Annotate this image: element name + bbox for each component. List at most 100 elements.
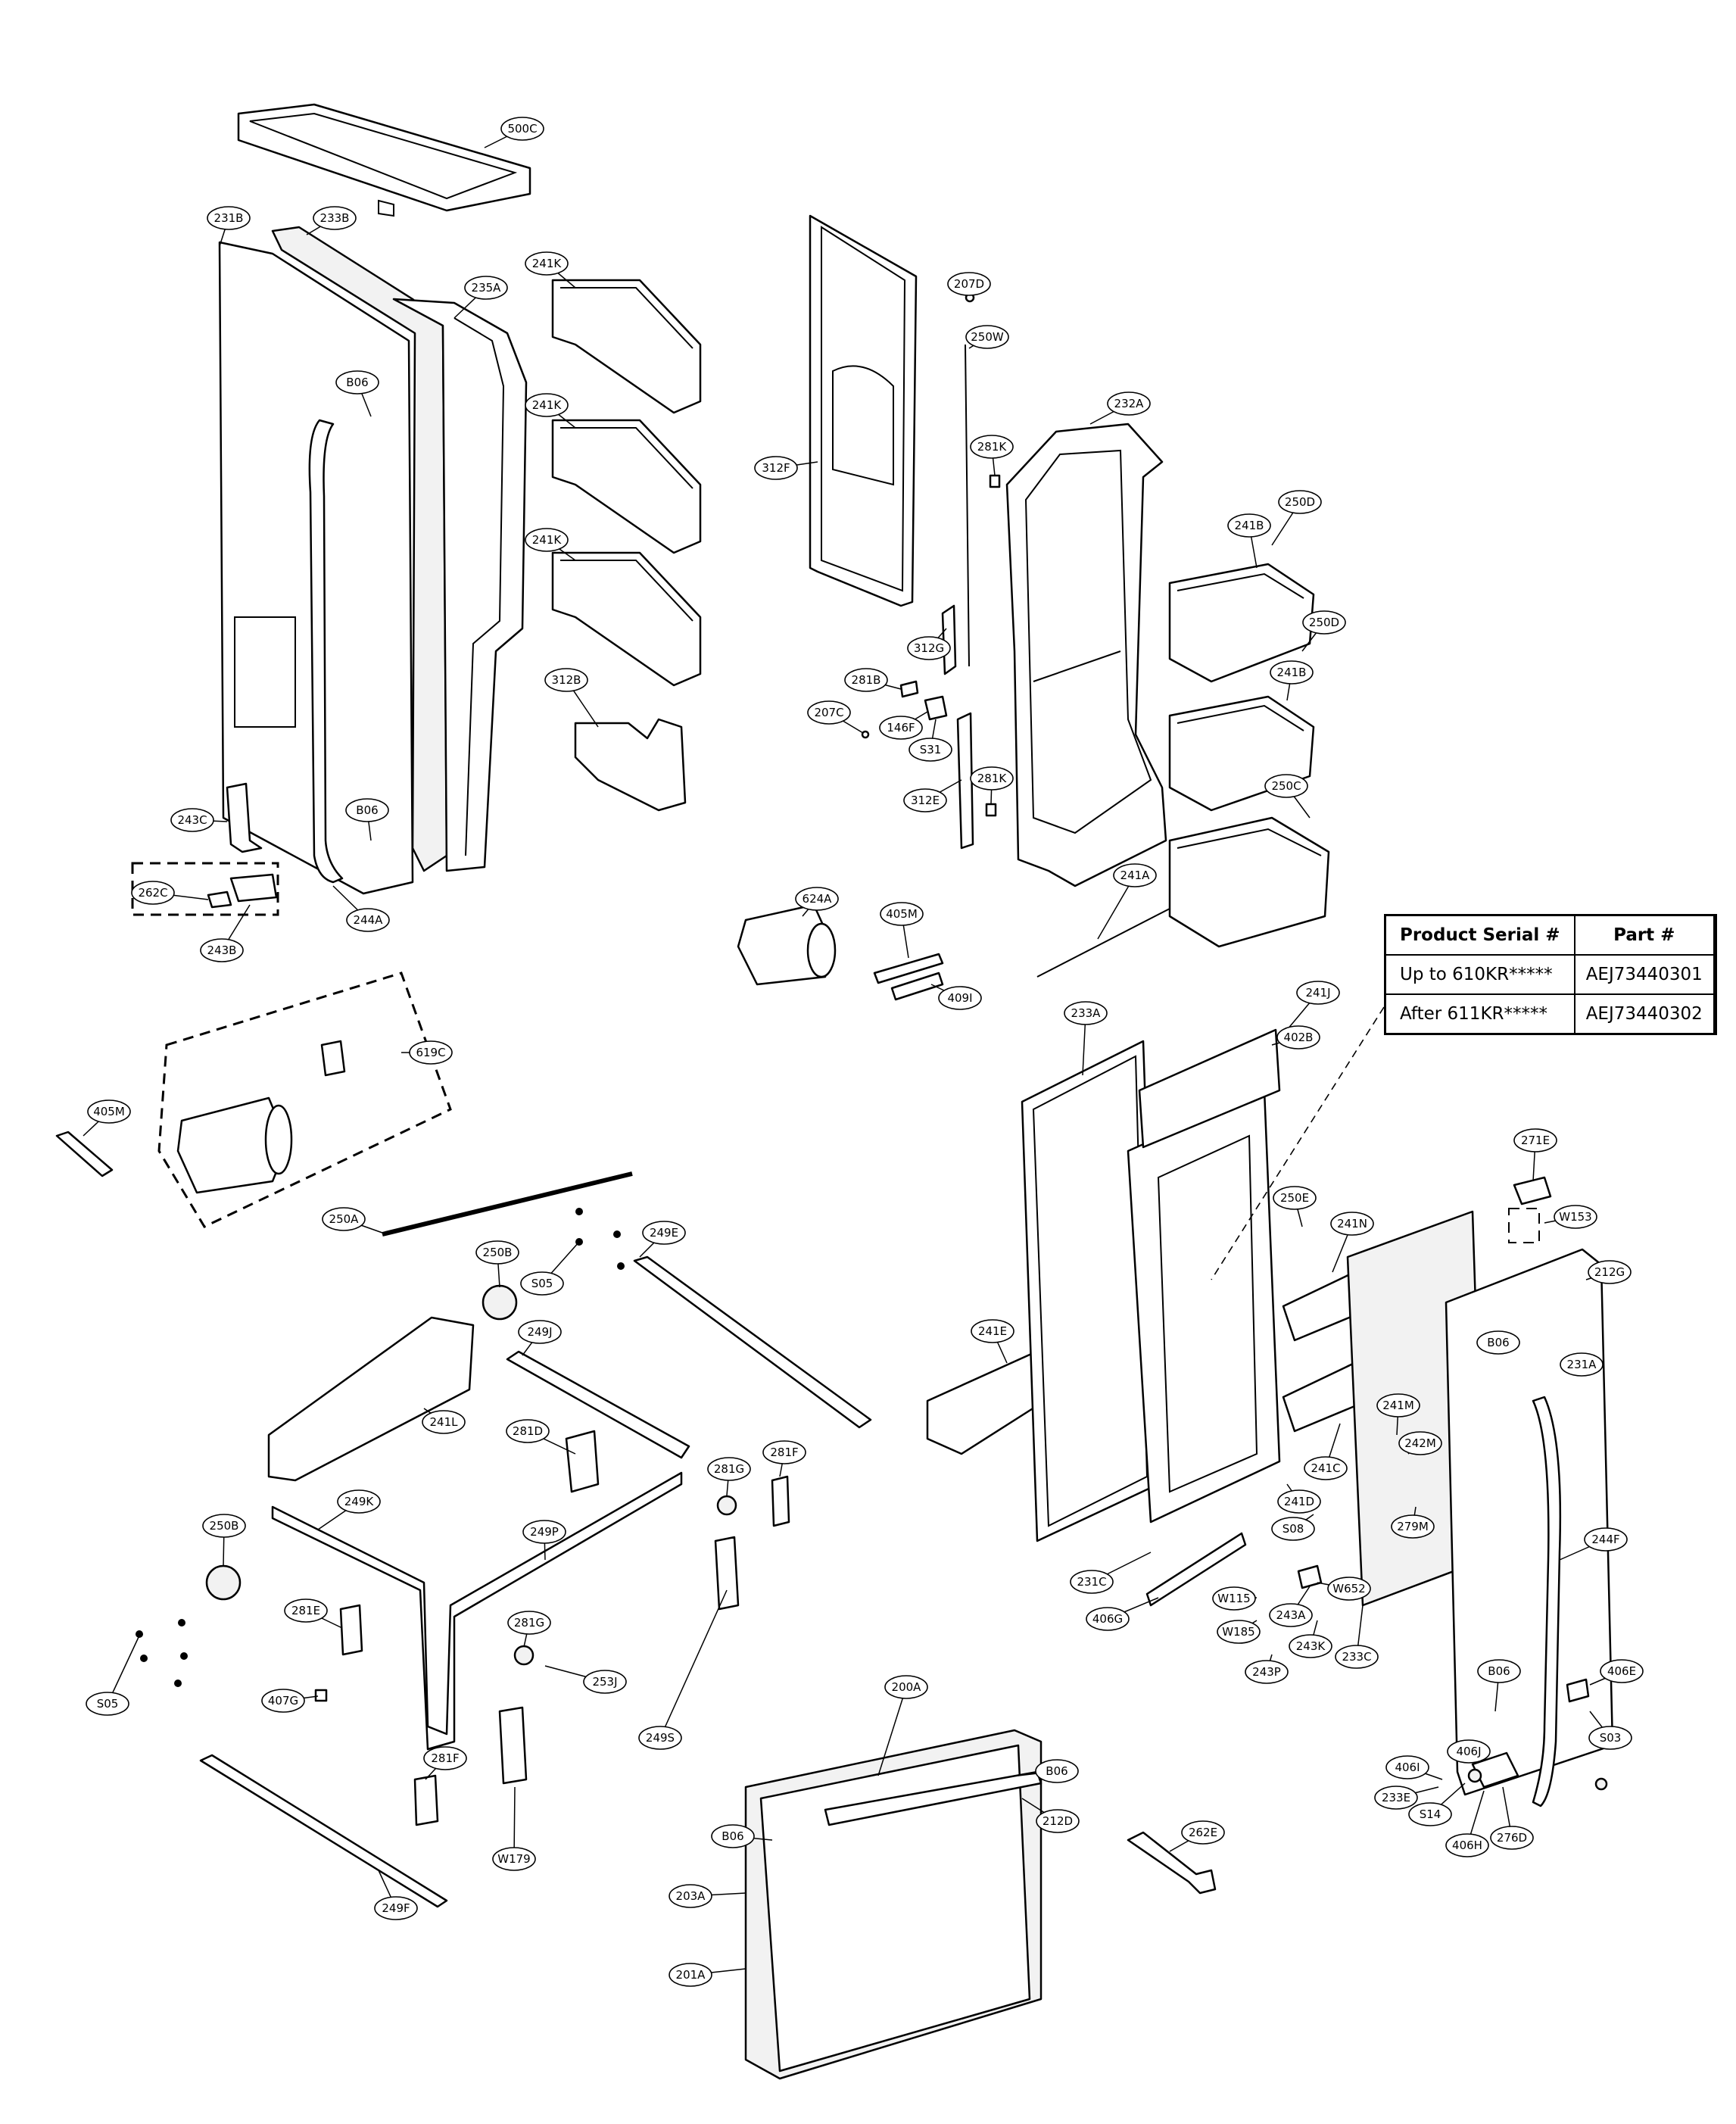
callout-232a: 232A	[1089, 391, 1151, 425]
part-bracket-249j	[506, 1350, 690, 1459]
callout-bubble	[907, 636, 951, 660]
part-right-door-231a	[1445, 1248, 1614, 1807]
callout-bubble	[1588, 1260, 1632, 1284]
part-rod-250w	[965, 344, 970, 667]
part-bracket-249s-lower	[498, 1706, 528, 1785]
callout-281g_2: 281G	[507, 1611, 551, 1648]
callout-label: 407G	[268, 1694, 298, 1708]
part-cover-312e	[956, 712, 974, 850]
callout-281g_1: 281G	[707, 1457, 751, 1496]
callout-bubble	[1181, 1820, 1225, 1845]
callout-bubble	[754, 456, 798, 480]
part-271e	[1513, 1176, 1552, 1205]
callout-label: 212G	[1594, 1265, 1625, 1279]
callout-bubble	[525, 528, 569, 552]
callout-label: W153	[1559, 1210, 1591, 1224]
callout-241l: 241L	[422, 1408, 466, 1434]
callout-w179: W179	[492, 1786, 536, 1871]
callout-label: 241C	[1311, 1461, 1340, 1475]
callout-262e: 262E	[1169, 1820, 1225, 1852]
callout-label: 233C	[1342, 1650, 1371, 1664]
callout-bubble	[86, 1692, 129, 1716]
callout-250b_1: 250B	[475, 1240, 519, 1288]
callout-bubble	[762, 1440, 806, 1464]
callout-bubble	[1086, 1607, 1130, 1631]
callout-bubble	[506, 1419, 550, 1443]
callout-312b: 312B	[544, 668, 599, 728]
callout-bubble	[970, 435, 1014, 459]
callout-label: 624A	[803, 892, 833, 906]
callout-243c: 243C	[170, 808, 228, 832]
part-281f-lower	[413, 1774, 439, 1826]
callout-241b_2: 241B	[1270, 660, 1314, 701]
callout-label: 212D	[1043, 1814, 1073, 1828]
callout-bubble	[903, 788, 947, 812]
callout-bubble	[1376, 1393, 1420, 1418]
callout-406j: 406J	[1447, 1739, 1491, 1764]
callout-label: 244F	[1591, 1533, 1619, 1546]
callout-label: 281G	[714, 1462, 744, 1476]
callout-243a: 243A	[1269, 1586, 1313, 1627]
callout-241e: 241E	[971, 1319, 1014, 1364]
callout-label: 281F	[431, 1751, 459, 1765]
callout-624a: 624A	[795, 887, 839, 917]
callout-label: B06	[1046, 1764, 1067, 1778]
callout-label: 500C	[507, 122, 537, 136]
callout-250c: 250C	[1264, 774, 1311, 819]
callout-241b_1: 241B	[1227, 513, 1271, 569]
callout-bubble	[522, 1520, 566, 1544]
part-screw-s03	[1594, 1777, 1608, 1791]
callout-bubble	[1271, 1517, 1315, 1541]
callout-label: 249F	[382, 1901, 410, 1915]
callout-262c: 262C	[131, 881, 209, 905]
callout-label: S31	[920, 743, 942, 756]
callout-271e: 271E	[1513, 1128, 1557, 1182]
callout-bubble	[583, 1670, 627, 1694]
callout-249k: 249K	[317, 1489, 381, 1530]
callout-250e: 250E	[1273, 1186, 1317, 1227]
part-409i	[890, 972, 944, 1001]
part-wrench-262e	[1127, 1831, 1217, 1895]
part-281e	[339, 1604, 363, 1656]
callout-bubble	[1588, 1726, 1632, 1750]
callout-241m: 241M	[1376, 1393, 1420, 1436]
part-bracket-312b	[574, 718, 687, 812]
callout-label: B06	[346, 376, 368, 389]
callout-label: 262E	[1189, 1826, 1217, 1839]
callout-281d: 281D	[506, 1419, 576, 1455]
callout-244f: 244F	[1559, 1527, 1628, 1561]
part-number-cell: AEJ73440301	[1573, 954, 1716, 995]
part-rod-250a	[382, 1171, 633, 1237]
callout-405m_2: 405M	[83, 1099, 131, 1137]
callout-bubble	[1327, 1577, 1371, 1601]
callout-w115: W115	[1212, 1586, 1258, 1611]
callout-label: 402B	[1284, 1031, 1314, 1044]
part-clip-262c	[207, 890, 232, 909]
callout-406h: 406H	[1445, 1790, 1489, 1857]
callout-233e: 233E	[1374, 1786, 1439, 1810]
callout-label: 241B	[1235, 519, 1264, 532]
callout-bubble	[1107, 391, 1151, 416]
callout-bubble	[1217, 1620, 1261, 1644]
callout-label: 249S	[646, 1731, 675, 1745]
callout-241c: 241C	[1304, 1423, 1348, 1480]
part-hinge-243b	[229, 873, 278, 903]
callout-label: 241M	[1382, 1399, 1414, 1412]
callout-281f_1: 281F	[762, 1440, 806, 1477]
callout-bubble	[1264, 774, 1308, 798]
callout-bubble	[642, 1221, 686, 1245]
part-281b	[899, 680, 919, 698]
table-row: After 611KR***** AEJ73440302	[1384, 993, 1716, 1035]
callout-bubble	[1273, 1186, 1317, 1210]
callout-label: 201A	[676, 1968, 706, 1982]
callout-bubble	[1374, 1786, 1418, 1810]
callout-bubble	[345, 798, 389, 822]
callout-bubble	[202, 1514, 246, 1538]
callout-label: 241L	[430, 1415, 459, 1429]
callout-s31: S31	[909, 719, 952, 762]
header-part-number: Part #	[1573, 914, 1716, 956]
callout-label: 271E	[1521, 1134, 1550, 1147]
callout-312e: 312E	[903, 779, 962, 812]
part-bin-241e	[926, 1346, 1046, 1455]
callout-label: 235A	[472, 281, 502, 295]
